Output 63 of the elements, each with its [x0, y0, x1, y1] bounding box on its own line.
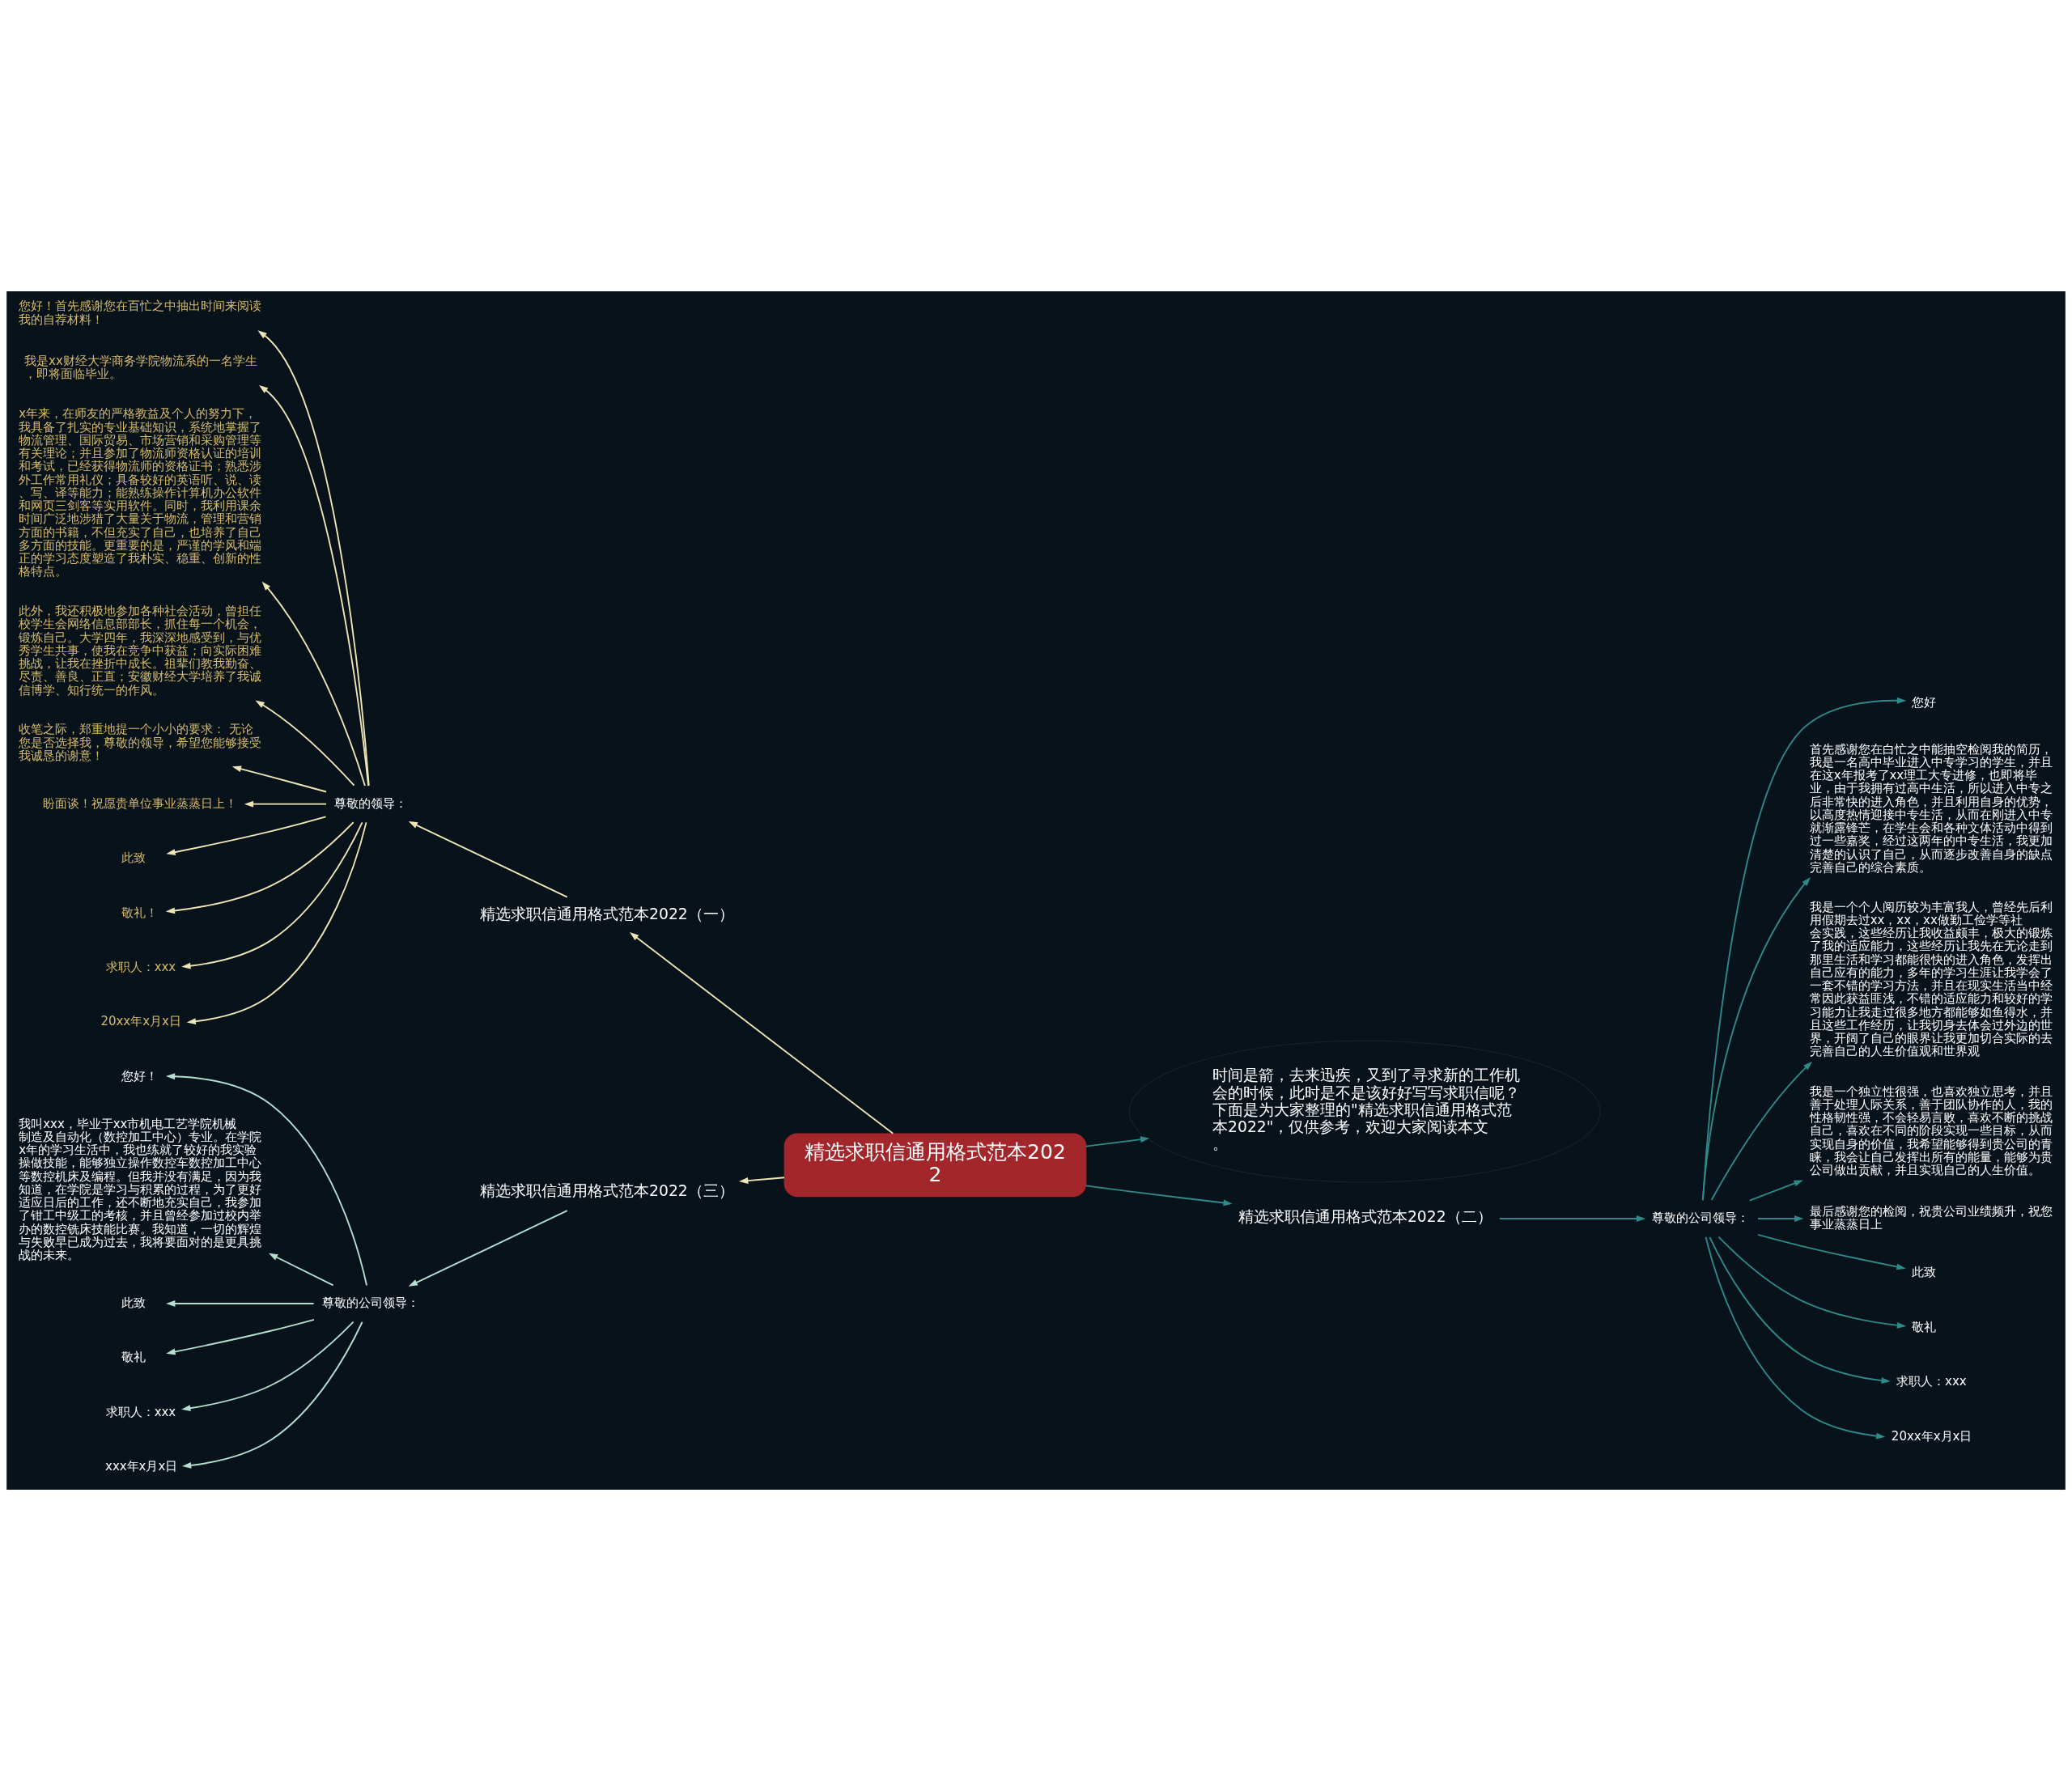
- node-text: 您好: [1912, 694, 1937, 710]
- arrow: [1757, 1233, 1906, 1270]
- node-text: 盼面谈！祝愿贵单位事业蒸蒸日上！: [43, 795, 238, 811]
- node-ellipse: 时间是箭，去来迅疾，又到了寻求新的工作机会的时候，此时是不是该好好写写求职信呢？下面是为大家整理的"精选求职信通用格式范本2022"，仅供参考，欢迎大家阅读本文。: [1128, 1040, 1601, 1183]
- arrow: [268, 1253, 334, 1287]
- node-text: xxx年x月x日: [105, 1459, 178, 1474]
- arrow: [166, 1300, 315, 1307]
- arrow: [1498, 1215, 1646, 1222]
- node-text: 我是一个独立性很强，也喜欢独立思考，并且善于处理人际关系，善于团队协作的人，我的性格韧性强，不会轻易言败，喜欢不断的挑战自己，喜欢在不同的阶段实现一些目标，从而实现自身的价值，我希望能够得到贵公司的青睐，我会让自己发挥出所有的能量，能够为贵公司做出贡献，并且实现自己的人生价值。: [1809, 1083, 2053, 1178]
- arrow: [244, 800, 327, 808]
- arrow: [231, 765, 327, 793]
- node-text: 20xx年x月x日: [100, 1014, 181, 1029]
- node-text: 我叫xxx，毕业于xx市机电工艺学院机械制造及自动化（数控加工中心）专业。在学院x年的学习生活中，我也练就了较好的我实验操做技能，能够独立操作数控车数控加工中心等数控机床及编程。但我并没有满足，因为我知道，在学院是学习与积累的过程，为了更好适应日后的工作，还不断地充实自己，我参加了钳工中级工的考核，并且曾经参加过校内举办的数控铣床技能比赛。我知道，一切的辉煌与失败早已成为过去，我将要面对的是更具挑战的未来。: [19, 1116, 262, 1263]
- arrow: [186, 821, 367, 1025]
- node-text: 此外，我还积极地参加各种社会活动，曾担任校学生会网络信息部部长，抓住每一个机会，锻炼自己。大学四年，我深深地感受到，与优秀学生共事，使我在竞争中获益；向实际困难挑战，让我在挫折中成长。祖辈们教我勤奋、尽责、善良、正直；安徽财经大学培养了我诚信博学、知行统一的作风。: [19, 604, 262, 698]
- node-text: 求职人：xxx: [105, 1404, 176, 1419]
- node-box: 精选求职信通用格式范本2022: [783, 1133, 1087, 1198]
- arrow: [181, 821, 363, 969]
- node-text: x年来，在师友的严格教益及个人的努力下，我具备了扎实的专业基础知识，系统地掌握了物流管理、国际贸易、市场营销和采购管理等有关理论；并且参加了物流师资格认证的培训和考试，已经获得物流师的资格证书；熟悉涉外工作常用礼仪；具备较好的英语听、说、读、写、译等能力；能熟练操作计算机办公软件和网页三剑客等实用软件。同时，我利用课余时间广泛地涉猎了大量关于物流，管理和营销方面的书籍，不但充实了自己，也培养了自己多方面的技能。更重要的是，严谨的学风和端正的学习态度塑造了我朴实、稳重、创新的性格特点。: [19, 406, 262, 579]
- node-text: 敬礼！: [121, 905, 159, 920]
- node-text: 首先感谢您在白忙之中能抽空检阅我的简历，我是一名高中毕业进入中专学习的学生，并且在这x年报考了xx理工大专进修，也即将毕业，由于我拥有过高中生活，所以进入中专之后非常快的进入角色，并且利用自身的优势，以高度热情迎接中专生活，从而在刚进入中专就渐露锋芒，在学生会和各种文体活动中得到过一些嘉奖，经过这两年的中专生活，我更加清楚的认识了自己，从而逐步改善自身的缺点完善自己的综合素质。: [1809, 741, 2053, 875]
- arrow: [1701, 877, 1811, 1202]
- node-text: 尊敬的公司领导：: [1651, 1210, 1749, 1225]
- node-text: 尊敬的领导：: [334, 795, 408, 811]
- node-text: 求职人：xxx: [105, 959, 176, 974]
- arrow: [1710, 1061, 1813, 1201]
- node-text: 20xx年x月x日: [1891, 1428, 1972, 1444]
- node-text: 您好！: [121, 1068, 159, 1083]
- node-text: 敬礼: [121, 1350, 146, 1365]
- node-text: 此致: [121, 850, 146, 866]
- arrow: [1709, 1236, 1891, 1384]
- node-text: 收笔之际，郑重地提一个小小的要求： 无论您是否选择我，尊敬的领导，希望您能够接受我诚恳的谢意！: [19, 722, 262, 763]
- node-text: 您好！首先感谢您在百忙之中抽出时间来阅读我的自荐材料！: [19, 299, 262, 327]
- arrow: [165, 821, 355, 914]
- node-text: 求职人：xxx: [1896, 1374, 1967, 1389]
- node-text: 敬礼: [1912, 1319, 1937, 1334]
- arrow: [629, 932, 894, 1134]
- arrow: [1748, 1180, 1803, 1202]
- arrow: [255, 700, 355, 787]
- arrow: [739, 1177, 785, 1184]
- node-text: 最后感谢您的检阅，祝贵公司业绩频升，祝您事业蒸蒸日上: [1809, 1203, 2053, 1232]
- arrow: [165, 1073, 367, 1287]
- arrow: [1085, 1136, 1150, 1147]
- arrow: [1701, 697, 1907, 1202]
- arrow: [261, 581, 366, 787]
- node-text: 精选求职信通用格式范本2022（一）: [480, 905, 734, 922]
- node-text: 我是xx财经大学商务学院物流系的一名学生，即将面临毕业。: [24, 353, 257, 381]
- node-text: 此致: [121, 1295, 146, 1310]
- arrow: [408, 821, 568, 898]
- arrow: [408, 1210, 568, 1287]
- arrow: [166, 816, 327, 855]
- arrow: [182, 1321, 363, 1469]
- arrow: [1705, 1236, 1886, 1440]
- arrow: [1757, 1215, 1804, 1222]
- arrow: [166, 1318, 315, 1355]
- arrow: [1717, 1236, 1907, 1329]
- node-text: 我是一个个人阅历较为丰富我人，曾经先后利用假期去过xx，xx，xx做勤工俭学等社会实践，这些经历让我收益颇丰，极大的锻炼了我的适应能力，这些经历让我先在无论走到那里生活和学习都能很快的进入角色，发挥出自己应有的能力，多年的学习生涯让我学会了一套不错的学习方法，并且在现实生活当中经常因此获益匪浅，不错的适应能力和较好的学习能力让我走过很多地方都能够如鱼得水，并且这些工作经历，让我切身去体会过外边的世界，开阔了自己的眼界让我更加切合实际的去完善自己的人生价值观和世界观: [1809, 899, 2053, 1059]
- node-text: 此致: [1912, 1265, 1937, 1280]
- arrow: [181, 1321, 355, 1412]
- node-text: 精选求职信通用格式范本2022（二）: [1238, 1208, 1492, 1226]
- node-text: 精选求职信通用格式范本2022（三）: [480, 1181, 734, 1199]
- node-text: 尊敬的公司领导：: [322, 1295, 420, 1310]
- arrow: [1085, 1185, 1233, 1206]
